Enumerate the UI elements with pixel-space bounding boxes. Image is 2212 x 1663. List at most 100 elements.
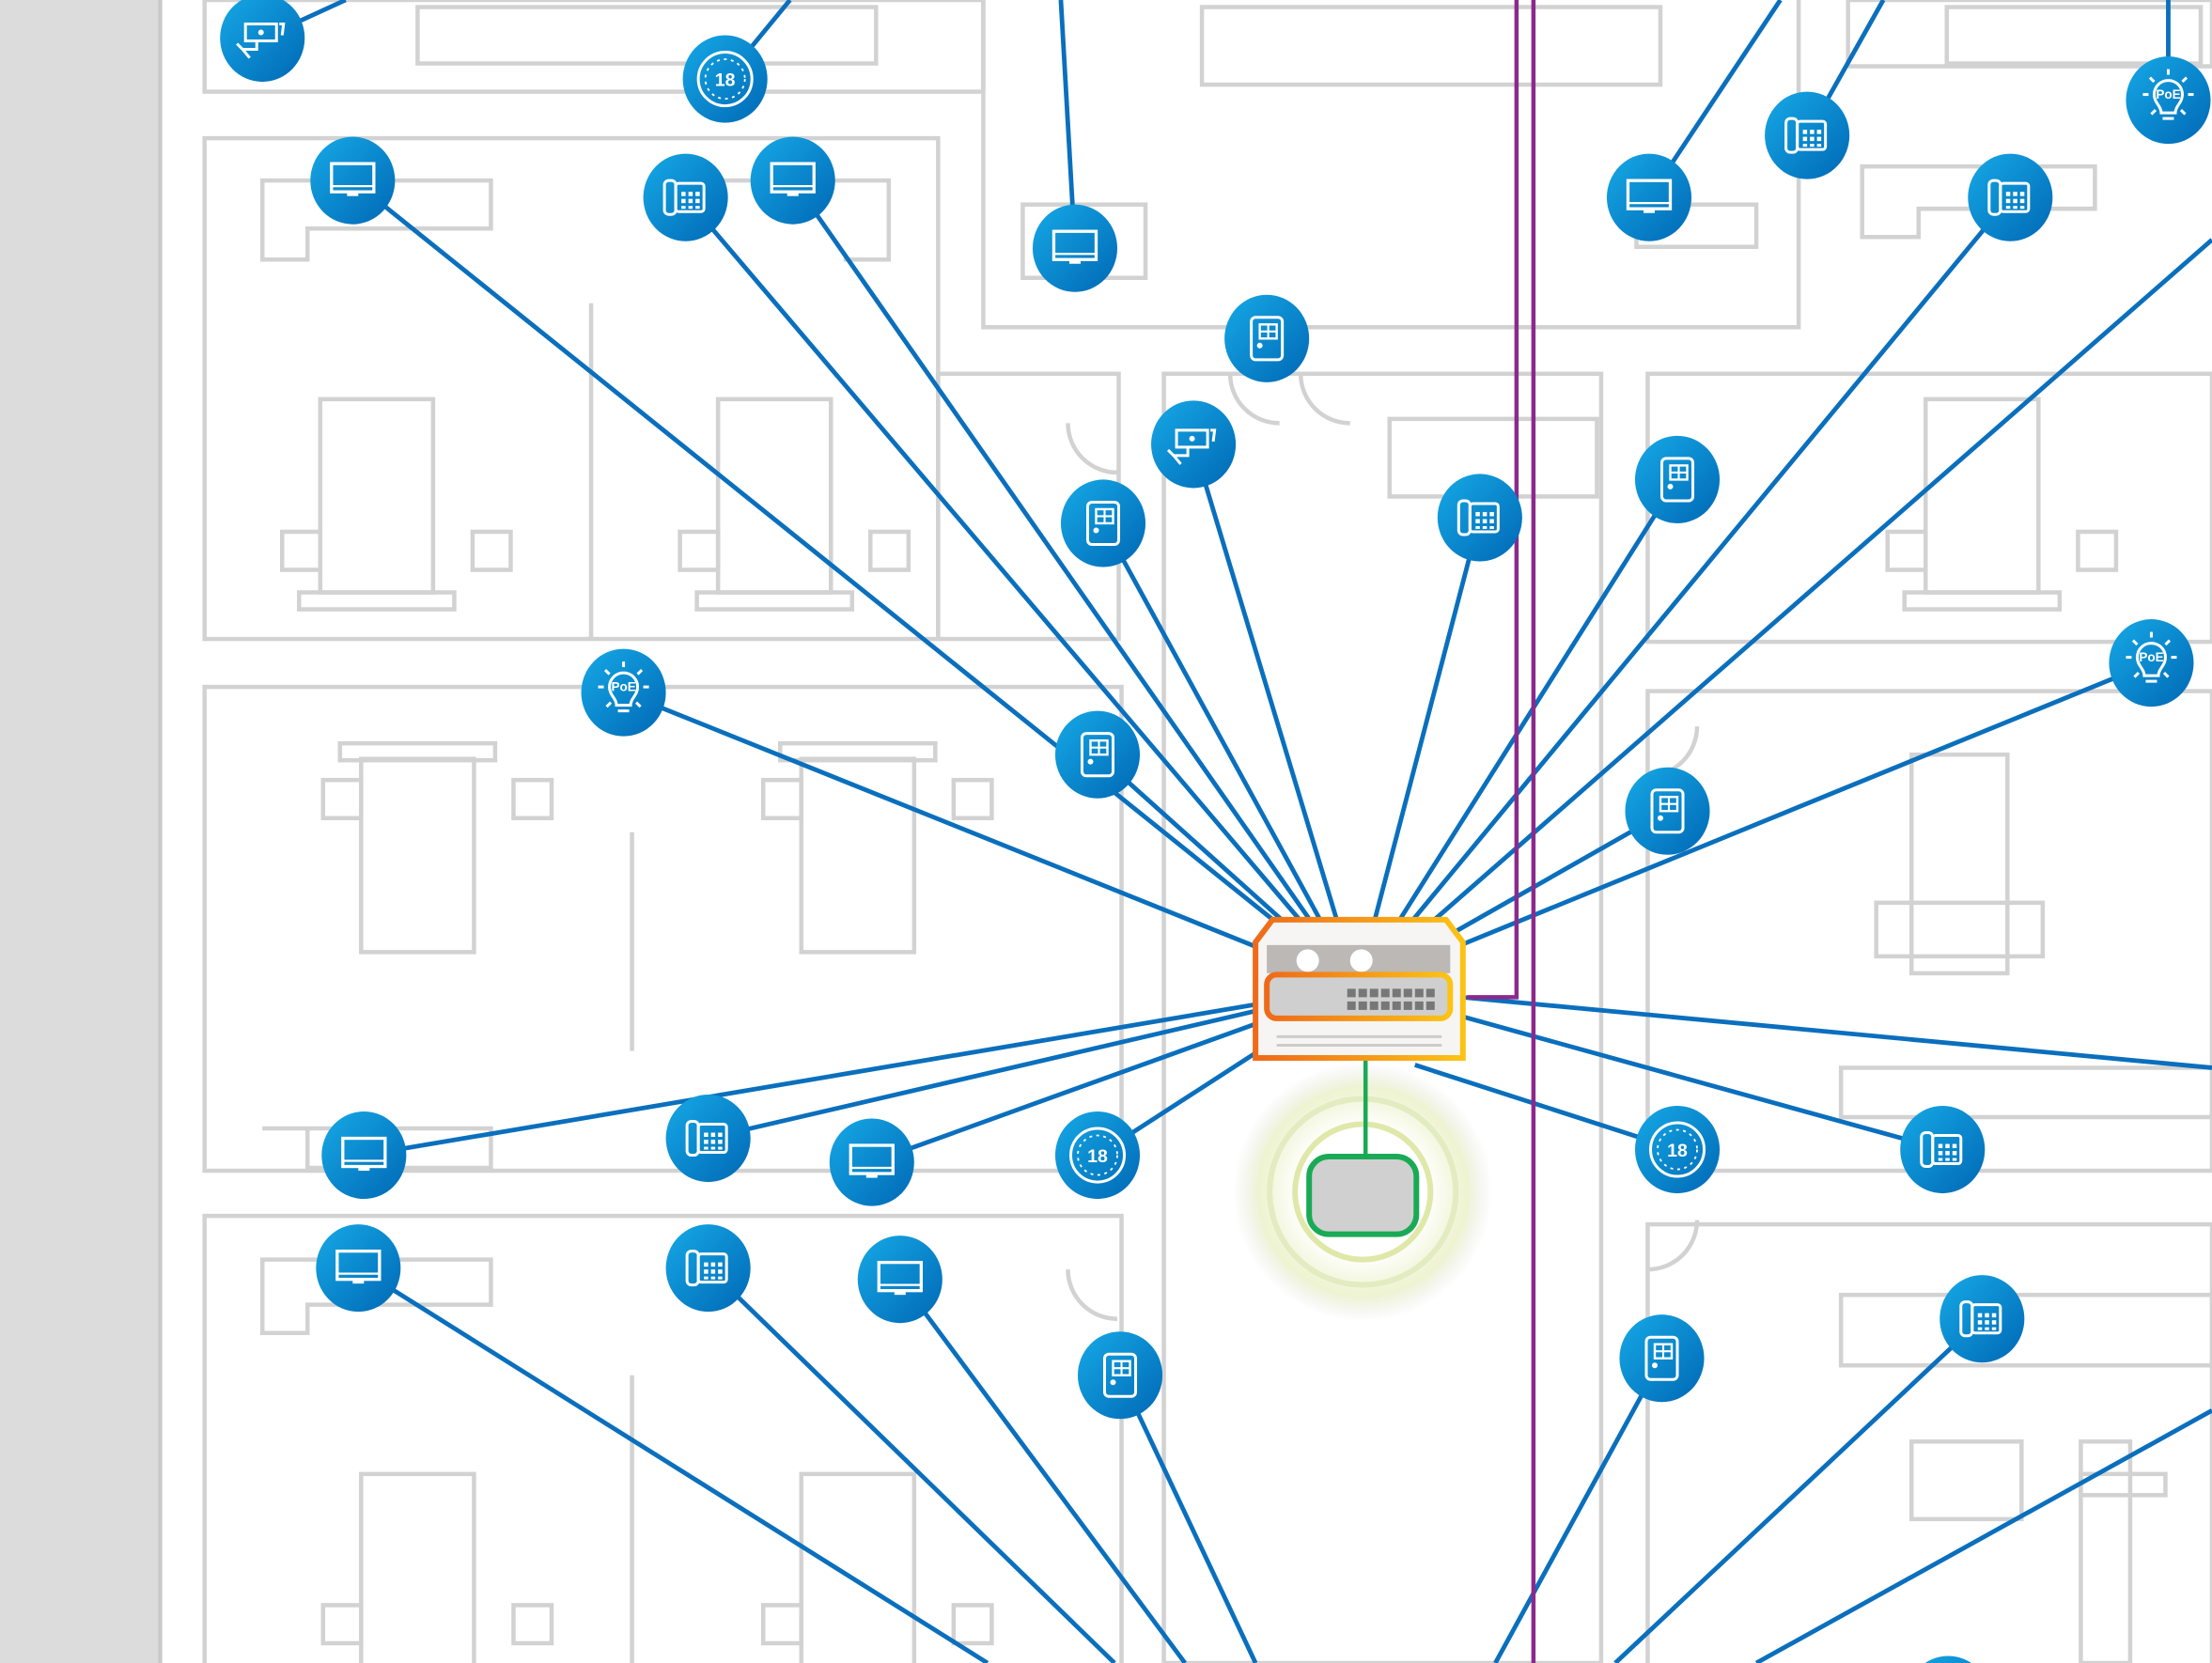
device-thermostat[interactable]: 18 bbox=[1906, 1655, 1990, 1663]
network-cable bbox=[1754, 1408, 2212, 1663]
door-panel-icon bbox=[1102, 1352, 1138, 1398]
network-cable bbox=[363, 985, 1358, 1158]
device-badge bbox=[1151, 400, 1237, 489]
monitor-icon bbox=[330, 162, 376, 196]
device-poe-light[interactable]: PoE bbox=[2126, 56, 2211, 145]
device-phone[interactable] bbox=[1939, 1275, 2025, 1363]
device-badge bbox=[1924, 1655, 1971, 1663]
device-monitor[interactable] bbox=[829, 1118, 914, 1206]
phone-icon bbox=[1959, 1300, 2002, 1338]
device-monitor[interactable] bbox=[750, 136, 835, 225]
door-panel-icon bbox=[1650, 788, 1685, 834]
device-camera[interactable] bbox=[220, 0, 305, 83]
device-badge bbox=[829, 1118, 914, 1206]
switch-ports bbox=[1347, 988, 1435, 1010]
device-door-panel[interactable] bbox=[1634, 435, 1721, 523]
ethernet-port bbox=[1403, 988, 1412, 998]
device-phone[interactable] bbox=[1765, 91, 1850, 179]
device-monitor[interactable] bbox=[1032, 204, 1118, 292]
device-poe-light[interactable]: PoE bbox=[2109, 619, 2194, 707]
camera-icon bbox=[1166, 428, 1217, 465]
device-thermostat[interactable]: 18 bbox=[1054, 1111, 1141, 1200]
ethernet-port bbox=[1369, 1001, 1379, 1010]
device-door-panel[interactable] bbox=[1060, 479, 1146, 567]
ethernet-port bbox=[1425, 1001, 1435, 1010]
poe-light-icon bbox=[598, 661, 649, 713]
device-door-panel[interactable] bbox=[1054, 710, 1141, 799]
device-badge bbox=[1968, 153, 2053, 241]
device-thermostat[interactable]: 18 bbox=[1634, 1105, 1721, 1194]
network-cable bbox=[357, 1266, 989, 1663]
device-monitor[interactable] bbox=[310, 136, 396, 225]
network-cable bbox=[1117, 1374, 1258, 1663]
wireless-access-point[interactable] bbox=[1233, 1060, 1493, 1322]
page-margin bbox=[0, 0, 159, 1663]
device-badge bbox=[1939, 1275, 2025, 1363]
network-cable bbox=[1354, 517, 1483, 988]
ethernet-port bbox=[1369, 988, 1379, 998]
door-panel-icon bbox=[1085, 500, 1121, 546]
ethernet-port bbox=[1358, 988, 1367, 998]
uplink-cable bbox=[1467, 0, 1519, 1000]
monitor-icon bbox=[1051, 229, 1098, 264]
ethernet-port bbox=[1403, 1001, 1412, 1010]
device-monitor[interactable] bbox=[1606, 153, 1692, 241]
device-phone[interactable] bbox=[1968, 153, 2053, 241]
device-monitor[interactable] bbox=[321, 1111, 407, 1200]
lounge-area bbox=[202, 0, 986, 94]
device-poe-light[interactable]: PoE bbox=[581, 648, 666, 737]
thermostat-label: 18 bbox=[715, 70, 736, 91]
device-badge bbox=[1054, 1111, 1141, 1200]
device-door-panel[interactable] bbox=[1619, 1314, 1705, 1403]
device-badge bbox=[1634, 1105, 1721, 1194]
device-badge bbox=[1765, 91, 1850, 179]
device-monitor[interactable] bbox=[316, 1224, 401, 1313]
device-phone[interactable] bbox=[1900, 1105, 1986, 1194]
device-camera[interactable] bbox=[1151, 400, 1237, 489]
cable-layer bbox=[261, 0, 2212, 1663]
network-cable bbox=[897, 1278, 1187, 1663]
device-door-panel[interactable] bbox=[1077, 1331, 1163, 1420]
network-cable bbox=[1100, 521, 1360, 989]
device-phone[interactable] bbox=[665, 1224, 751, 1313]
ethernet-port bbox=[1347, 988, 1356, 998]
poe-light-label: PoE bbox=[2139, 650, 2163, 664]
device-phone[interactable] bbox=[643, 153, 728, 241]
ethernet-port bbox=[1347, 1001, 1356, 1010]
network-cable bbox=[1613, 1316, 1984, 1663]
camera-icon bbox=[236, 23, 286, 59]
door-panel-icon bbox=[1644, 1335, 1679, 1381]
phone-icon bbox=[685, 1250, 728, 1287]
device-monitor[interactable] bbox=[857, 1236, 942, 1324]
poe-light-icon bbox=[2142, 69, 2194, 120]
ethernet-port bbox=[1392, 1001, 1401, 1010]
poe-switch[interactable] bbox=[1253, 916, 1466, 1061]
poe-light-icon bbox=[2126, 631, 2177, 683]
device-badge bbox=[1900, 1105, 1986, 1194]
network-cable bbox=[706, 1266, 1116, 1663]
device-badge bbox=[682, 35, 768, 123]
device-phone[interactable] bbox=[665, 1094, 751, 1183]
device-badge bbox=[665, 1224, 751, 1313]
device-badge bbox=[643, 153, 728, 241]
device-phone[interactable] bbox=[1437, 474, 1522, 562]
device-thermostat[interactable]: 18 bbox=[682, 35, 768, 123]
phone-icon bbox=[1456, 499, 1500, 536]
device-badge bbox=[1437, 474, 1522, 562]
ethernet-port bbox=[1425, 988, 1435, 998]
device-door-panel[interactable] bbox=[1224, 294, 1310, 382]
network-cable bbox=[1357, 985, 2212, 1070]
ethernet-port bbox=[1392, 988, 1401, 998]
phone-icon bbox=[662, 179, 706, 216]
device-badge bbox=[665, 1094, 751, 1183]
network-cable bbox=[622, 690, 1359, 990]
door-panel-icon bbox=[1250, 316, 1285, 362]
device-badge bbox=[750, 136, 835, 225]
device-badge bbox=[2126, 56, 2211, 145]
thermostat-icon bbox=[1648, 1121, 1706, 1178]
device-door-panel[interactable] bbox=[1625, 767, 1710, 855]
network-cable bbox=[1414, 1063, 1678, 1152]
door-panel-icon bbox=[1080, 732, 1115, 778]
device-layer: 18PoEPoEPoE181818 bbox=[220, 0, 2211, 1663]
